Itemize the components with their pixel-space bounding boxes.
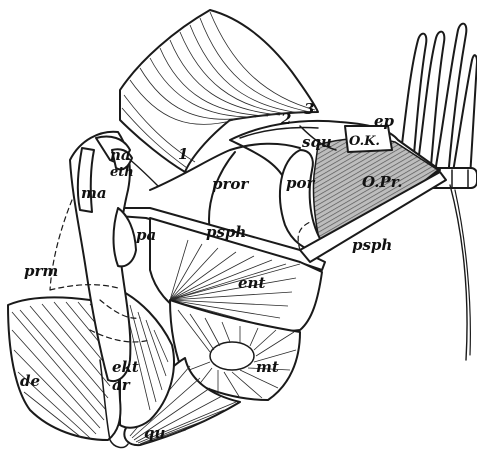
label-2: 2 bbox=[280, 110, 291, 128]
label-prm: prm bbox=[24, 262, 58, 280]
label-ma: ma bbox=[81, 184, 107, 202]
spinal-line bbox=[450, 185, 467, 360]
label-na: na bbox=[110, 146, 131, 164]
label-1: 1 bbox=[178, 145, 188, 163]
label-eth: eth bbox=[110, 165, 134, 180]
label-squ: squ bbox=[302, 133, 332, 151]
label-ok: O.K. bbox=[349, 134, 380, 149]
label-ekt: ekt bbox=[112, 358, 139, 376]
label-de: de bbox=[20, 372, 40, 390]
label-mt: mt bbox=[256, 358, 279, 376]
label-ep: ep bbox=[374, 112, 395, 130]
label-psph-upper: psph bbox=[206, 223, 246, 241]
label-qu: qu bbox=[144, 424, 165, 442]
label-pror: pror bbox=[212, 175, 249, 193]
label-por: por bbox=[286, 174, 315, 192]
label-ar: ar bbox=[112, 376, 131, 394]
label-psph-lower: psph bbox=[352, 236, 392, 254]
label-opr: O.Pr. bbox=[362, 173, 402, 191]
label-ent: ent bbox=[238, 274, 265, 292]
label-3: 3 bbox=[304, 100, 314, 118]
label-pa: pa bbox=[136, 226, 156, 244]
